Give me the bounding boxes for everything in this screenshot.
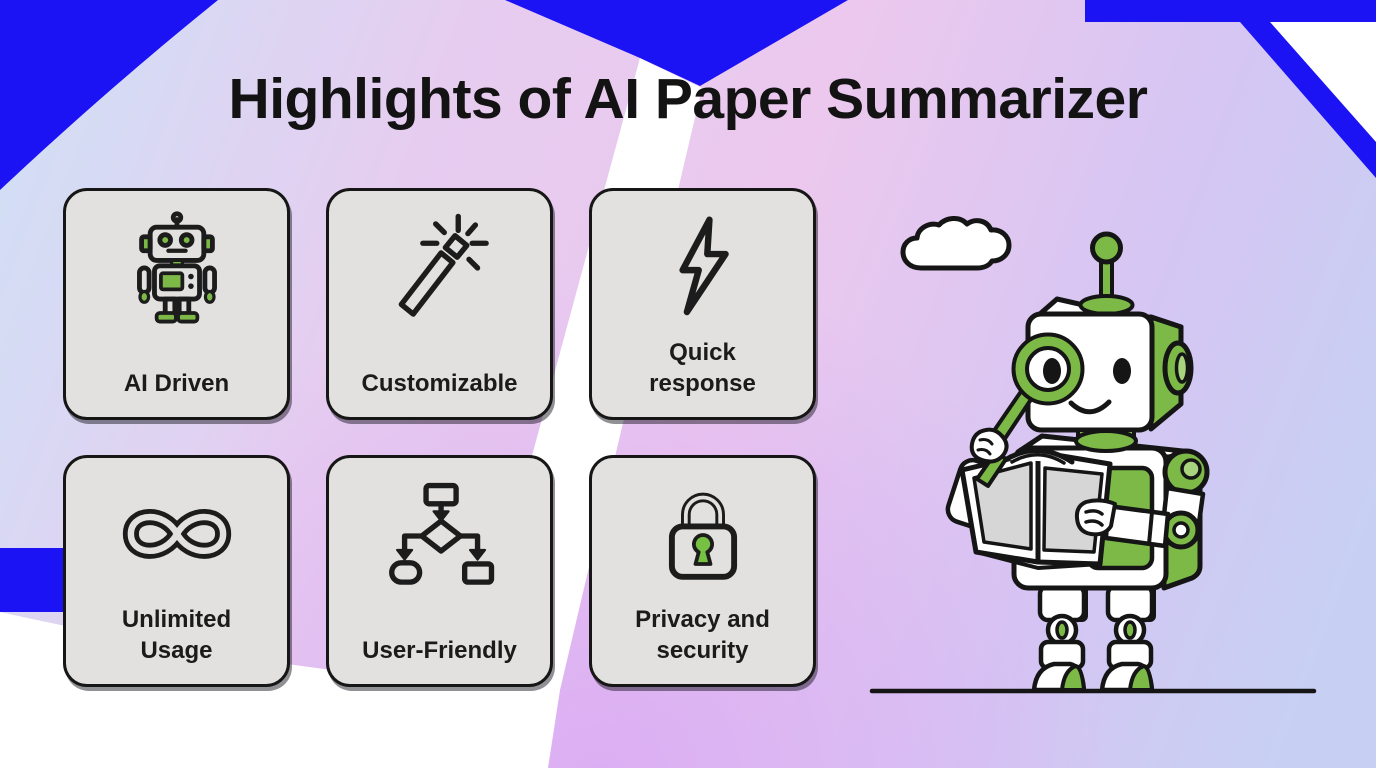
- flowchart-icon: [381, 458, 499, 606]
- feature-card-grid: AI Driven Customizable Quick response: [63, 188, 816, 687]
- magic-wand-icon: [381, 191, 499, 339]
- robot-mascot-illustration: [869, 216, 1317, 694]
- robot-right-arm: [1074, 448, 1210, 550]
- feature-card-label: Privacy and security: [635, 605, 770, 664]
- cloud-icon: [900, 216, 1012, 271]
- page-title: Highlights of AI Paper Summarizer: [228, 67, 1148, 131]
- feature-card-customizable: Customizable: [326, 188, 553, 420]
- robot-neck: [1074, 428, 1138, 453]
- feature-card-ai-driven: AI Driven: [63, 188, 290, 420]
- feature-card-label: Quick response: [649, 338, 756, 397]
- magnifying-glass-icon: [969, 332, 1085, 488]
- robot-icon: [118, 191, 236, 339]
- feature-card-label: AI Driven: [123, 369, 230, 397]
- infinity-icon: [118, 458, 236, 604]
- feature-card-user-friendly: User-Friendly: [326, 455, 553, 687]
- padlock-icon: [644, 458, 762, 604]
- feature-card-privacy-security: Privacy and security: [589, 455, 816, 687]
- feature-card-label: Unlimited Usage: [121, 605, 232, 664]
- feature-card-unlimited-usage: Unlimited Usage: [63, 455, 290, 687]
- robot-legs: [1031, 583, 1156, 693]
- feature-card-quick-response: Quick response: [589, 188, 816, 420]
- feature-card-label: Customizable: [361, 369, 518, 397]
- lightning-bolt-icon: [644, 191, 762, 337]
- feature-card-label: User-Friendly: [362, 636, 517, 664]
